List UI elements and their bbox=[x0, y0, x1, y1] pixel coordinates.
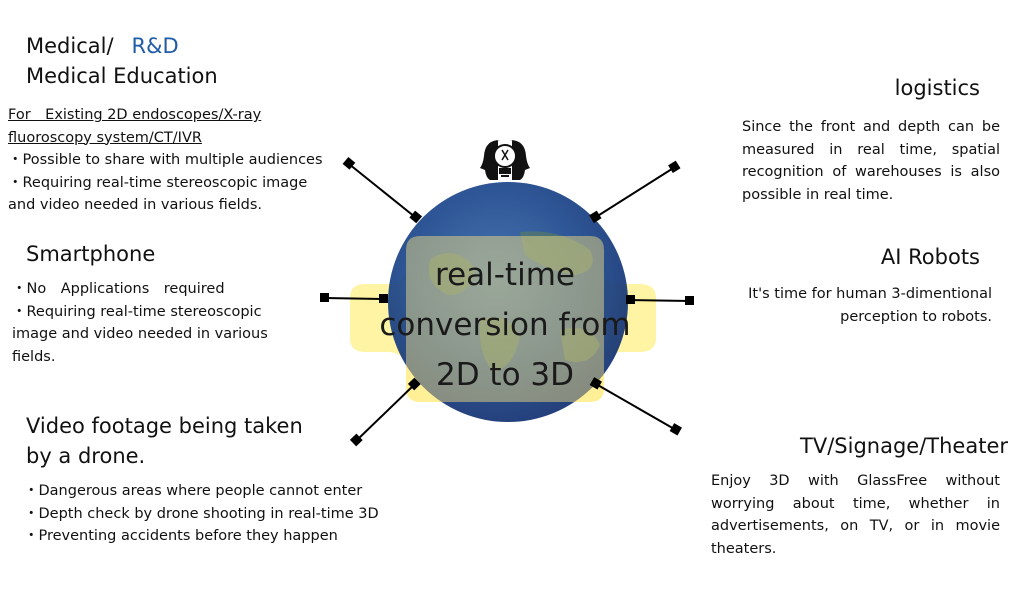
center-line-3: 2D to 3D bbox=[435, 357, 575, 393]
connector-tv bbox=[589, 377, 682, 436]
ai-robots-line-2: perception to robots. bbox=[840, 308, 992, 325]
connector-drone bbox=[349, 377, 421, 447]
tv-line-3: advertisements, on TV, or in movie bbox=[711, 518, 1000, 534]
smartphone-bullet-2c: fields. bbox=[12, 348, 56, 365]
tv-title: TV/Signage/Theater bbox=[800, 434, 1008, 458]
drone-bullet-1: Dangerous areas where people cannot ente… bbox=[24, 480, 379, 503]
connector-ai-robots bbox=[626, 295, 694, 305]
connector-medical bbox=[342, 156, 423, 224]
smartphone-body: No Applications required Requiring real-… bbox=[12, 278, 268, 368]
medical-bullet-1: Possible to share with multiple audience… bbox=[8, 149, 323, 172]
medical-title-accent: R&D bbox=[131, 34, 179, 58]
medical-title: Medical/R&D Medical Education bbox=[26, 31, 218, 91]
connector-logistics bbox=[589, 160, 681, 224]
medical-underline-2: fluoroscopy system/CT/IVR bbox=[8, 129, 202, 146]
smartphone-bullet-2b: image and video needed in various bbox=[12, 326, 268, 342]
medical-body: For Existing 2D endoscopes/X-ray fluoros… bbox=[8, 104, 323, 217]
tv-line-4: theaters. bbox=[711, 540, 777, 557]
center-line-1: real-time bbox=[435, 257, 575, 293]
drone-title: Video footage being taken by a drone. bbox=[26, 411, 303, 471]
medical-bullet-2b: and video needed in various fields. bbox=[8, 197, 263, 213]
medical-bullet-2a: Requiring real-time stereoscopic image bbox=[8, 172, 323, 195]
drone-title-line1: Video footage being taken bbox=[26, 414, 303, 438]
logistics-line-4: possible in real time. bbox=[742, 186, 894, 203]
logistics-line-1: Since the front and depth can be bbox=[742, 119, 1000, 135]
connector-smartphone bbox=[320, 293, 388, 303]
smartphone-bullet-1: No Applications required bbox=[12, 278, 268, 301]
center-line-2: conversion from bbox=[379, 307, 631, 343]
logistics-line-3: recognition of warehouses is also bbox=[742, 164, 1000, 180]
drone-bullet-2: Depth check by drone shooting in real-ti… bbox=[24, 503, 379, 526]
head-lightbulb-icon bbox=[480, 140, 530, 180]
globe-continents bbox=[428, 231, 600, 372]
medical-title-prefix: Medical/ bbox=[26, 34, 114, 58]
smartphone-title: Smartphone bbox=[26, 242, 156, 266]
smartphone-bullet-2a: Requiring real-time stereoscopic bbox=[12, 301, 268, 324]
ai-robots-line-1: It's time for human 3-dimentional bbox=[748, 286, 992, 302]
drone-bullet-3: Preventing accidents before they happen bbox=[24, 525, 379, 548]
drone-body: Dangerous areas where people cannot ente… bbox=[24, 480, 379, 548]
logistics-body: Since the front and depth can be measure… bbox=[742, 116, 1000, 206]
tv-line-2: worrying about time, whether in bbox=[711, 495, 1000, 512]
medical-underline-1: For Existing 2D endoscopes/X-ray bbox=[8, 107, 262, 123]
tv-body: Enjoy 3D with GlassFree without worrying… bbox=[711, 470, 1000, 560]
tv-line-1: Enjoy 3D with GlassFree without bbox=[711, 473, 1000, 489]
medical-title-line2: Medical Education bbox=[26, 64, 218, 88]
globe-overlay bbox=[406, 236, 604, 402]
drone-title-line2: by a drone. bbox=[26, 444, 146, 468]
logistics-line-2: measured in real time, spatial bbox=[742, 141, 1000, 158]
logistics-title: logistics bbox=[894, 76, 980, 100]
ai-robots-title: AI Robots bbox=[880, 245, 980, 269]
center-label: real-time conversion from 2D to 3D bbox=[355, 250, 655, 400]
ai-robots-body: It's time for human 3-dimentional percep… bbox=[730, 283, 992, 328]
